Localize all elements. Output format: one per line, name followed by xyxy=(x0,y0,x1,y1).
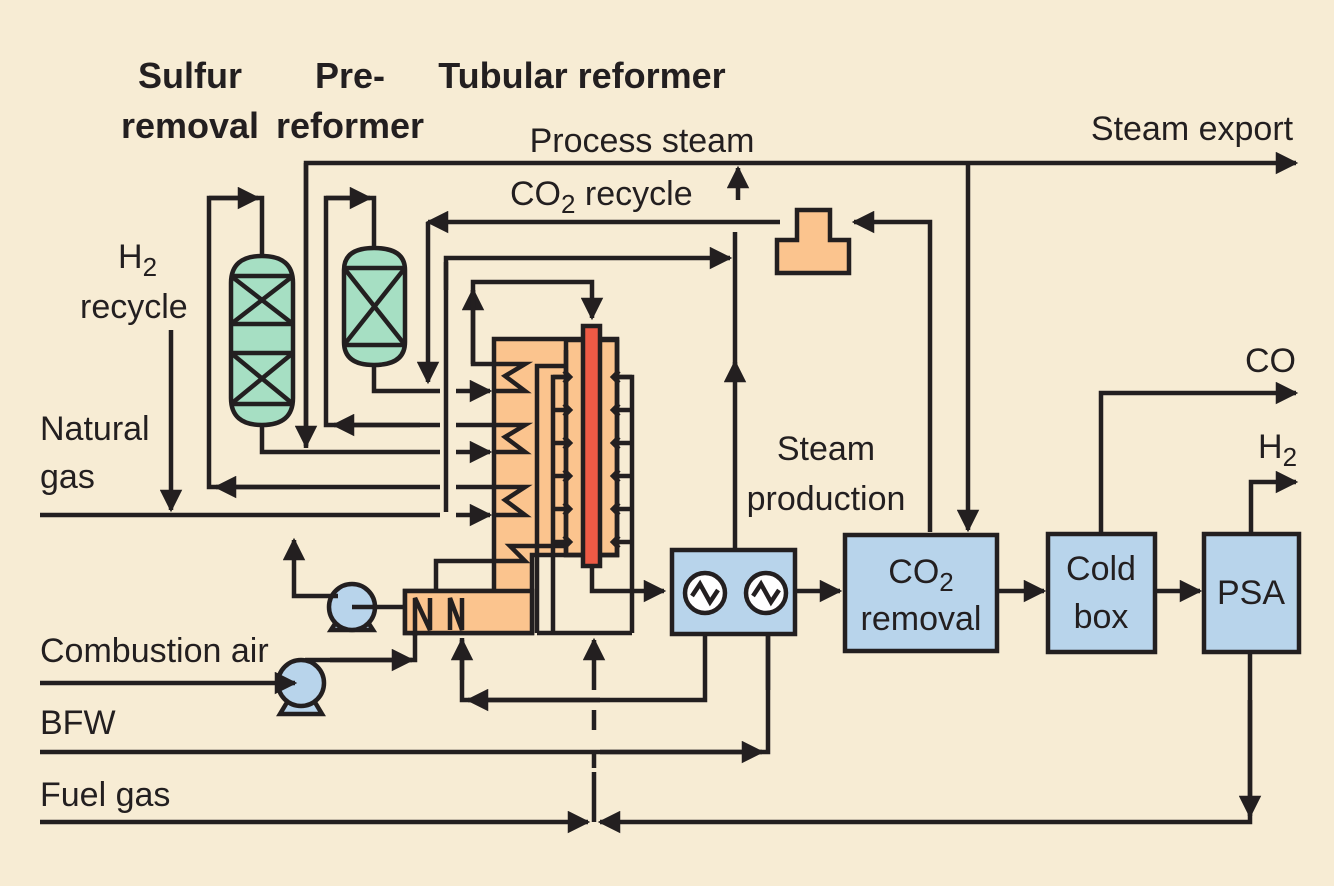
combustion-air-label: Combustion air xyxy=(40,632,269,670)
steam-production-line xyxy=(443,232,747,550)
cold-box-unit: Cold box xyxy=(1045,531,1158,655)
svg-text:Cold: Cold xyxy=(1066,550,1136,588)
burner-icon xyxy=(562,468,574,484)
flue-gas-fan-icon xyxy=(282,537,405,633)
h2-product-label: H2 xyxy=(1258,428,1297,472)
fuel-gas-label: Fuel gas xyxy=(40,776,170,814)
bfw-label: BFW xyxy=(40,704,116,742)
prereformer-header-line1: Pre- xyxy=(315,55,385,96)
reformer-tube-icon xyxy=(580,323,603,569)
process-steam-label: Process steam xyxy=(530,122,755,160)
psa-offgas-line xyxy=(597,640,1253,834)
svg-text:PSA: PSA xyxy=(1217,574,1285,612)
natural-gas-label-line1: Natural xyxy=(40,410,150,448)
co-product-line xyxy=(1098,381,1299,534)
steam-production-unit xyxy=(669,547,798,637)
co2-recycle-line xyxy=(416,210,933,532)
co2-removal-unit: CO2 removal xyxy=(842,532,1000,654)
burner-icon xyxy=(609,435,621,451)
sulfur-removal-vessel xyxy=(228,253,296,428)
burner-icon xyxy=(562,501,574,517)
air-preheater xyxy=(402,588,535,636)
h2-recycle-label-line2: recycle xyxy=(80,288,188,326)
svg-text:box: box xyxy=(1074,598,1129,636)
svg-text:CO2: CO2 xyxy=(888,553,953,597)
burner-icon xyxy=(562,435,574,451)
burner-icon xyxy=(609,369,621,385)
burner-icon xyxy=(562,369,574,385)
burner-icon xyxy=(609,534,621,550)
burner-icon xyxy=(609,501,621,517)
svg-text:removal: removal xyxy=(861,600,982,638)
burner-icon xyxy=(609,468,621,484)
psa-unit: PSA xyxy=(1201,531,1302,655)
sulfur-removal-header-line1: Sulfur xyxy=(138,55,242,96)
combustion-air-fan-icon xyxy=(40,633,418,717)
burner-icon xyxy=(609,402,621,418)
sulfur-removal-header-line2: removal xyxy=(121,105,259,146)
steam-production-label-line1: Steam xyxy=(777,430,875,468)
convection-coil-icons xyxy=(433,279,604,600)
sulfur-removal-outlet-line xyxy=(259,425,440,455)
burner-icon xyxy=(562,534,574,550)
steam-export-label: Steam export xyxy=(1091,110,1294,148)
burner-icon xyxy=(562,402,574,418)
convection-inlets xyxy=(456,379,494,527)
prereformer-outlet-line xyxy=(371,365,440,394)
h2-product-line xyxy=(1248,470,1299,534)
co-product-label: CO xyxy=(1245,342,1296,380)
burner-icons xyxy=(553,369,632,550)
steam-production-label-line2: production xyxy=(747,480,906,518)
prereformer-vessel xyxy=(341,245,408,368)
co2-compressor-icon xyxy=(774,207,852,276)
natural-gas-label-line2: gas xyxy=(40,458,95,496)
co2-recycle-label: CO2 recycle xyxy=(510,175,693,219)
h2-recycle-label-line1: H2 xyxy=(118,238,157,282)
tubular-reformer-header: Tubular reformer xyxy=(438,55,725,96)
prereformer-header-line2: reformer xyxy=(276,105,424,146)
process-steam-header-line xyxy=(294,151,1299,533)
